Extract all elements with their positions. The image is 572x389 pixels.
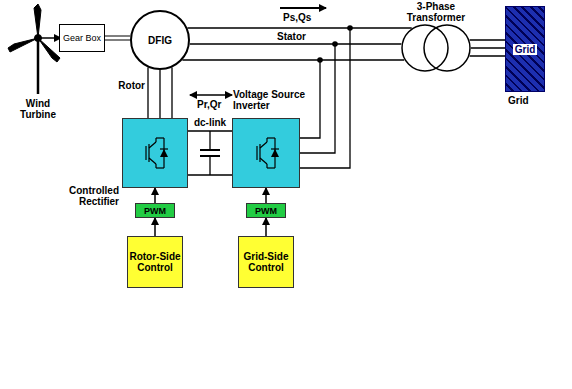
generator-circle: DFIG bbox=[130, 10, 190, 70]
capacitor-symbol bbox=[200, 150, 220, 156]
node-text: Rotor-Side Control bbox=[128, 251, 182, 273]
transformer-windings bbox=[401, 24, 471, 72]
connector-wire bbox=[265, 218, 267, 236]
connector-wire bbox=[148, 67, 172, 118]
power-flow-arrow bbox=[190, 94, 232, 96]
node-text: DFIG bbox=[148, 35, 172, 46]
wind-turbine bbox=[8, 4, 60, 94]
control-box: Grid-Side Control bbox=[238, 236, 294, 288]
component-heading: 3-Phase Transformer bbox=[391, 1, 481, 23]
control-box: Rotor-Side Control bbox=[127, 236, 183, 288]
diagram-label: Rotor bbox=[104, 80, 146, 91]
diagram-label: Ps,Qs bbox=[282, 12, 312, 23]
converter-box: Controlled Rectifier bbox=[122, 118, 188, 188]
diagram-label: Stator bbox=[276, 31, 307, 42]
connector-wire bbox=[188, 131, 232, 175]
edge-label: dc-link bbox=[193, 117, 227, 128]
node-text: PWM bbox=[255, 206, 277, 216]
connector-wire bbox=[105, 36, 130, 40]
node-text: Grid bbox=[513, 44, 538, 55]
connector-wire bbox=[470, 40, 505, 56]
pwm-box: PWM bbox=[135, 203, 175, 218]
connector-wire bbox=[265, 188, 267, 203]
component-heading: Controlled Rectifier bbox=[59, 185, 119, 207]
diagram-label: Grid bbox=[507, 95, 530, 106]
grid-block: Grid bbox=[505, 6, 545, 92]
converter-box: Voltage Source Inverter bbox=[232, 118, 300, 188]
component-heading: Voltage Source Inverter bbox=[233, 89, 317, 111]
diagram-label: Pr,Qr bbox=[196, 99, 222, 110]
node-text: PWM bbox=[144, 206, 166, 216]
transformer-symbol: 3-Phase Transformer bbox=[401, 24, 471, 72]
pwm-box: PWM bbox=[246, 203, 286, 218]
connector-wire bbox=[300, 28, 350, 168]
igbt-symbol bbox=[253, 136, 279, 170]
connector-wire bbox=[182, 28, 411, 60]
gearbox-box: Gear Box bbox=[59, 24, 105, 52]
connector-wire bbox=[154, 218, 156, 236]
power-flow-arrow bbox=[280, 7, 326, 9]
diagram-label: Wind Turbine bbox=[6, 98, 70, 120]
igbt-symbol bbox=[142, 136, 168, 170]
turbine-shaft bbox=[41, 37, 61, 39]
connector-wire bbox=[154, 188, 156, 203]
node-text: Gear Box bbox=[63, 33, 101, 43]
node-text: Grid-Side Control bbox=[239, 251, 293, 273]
